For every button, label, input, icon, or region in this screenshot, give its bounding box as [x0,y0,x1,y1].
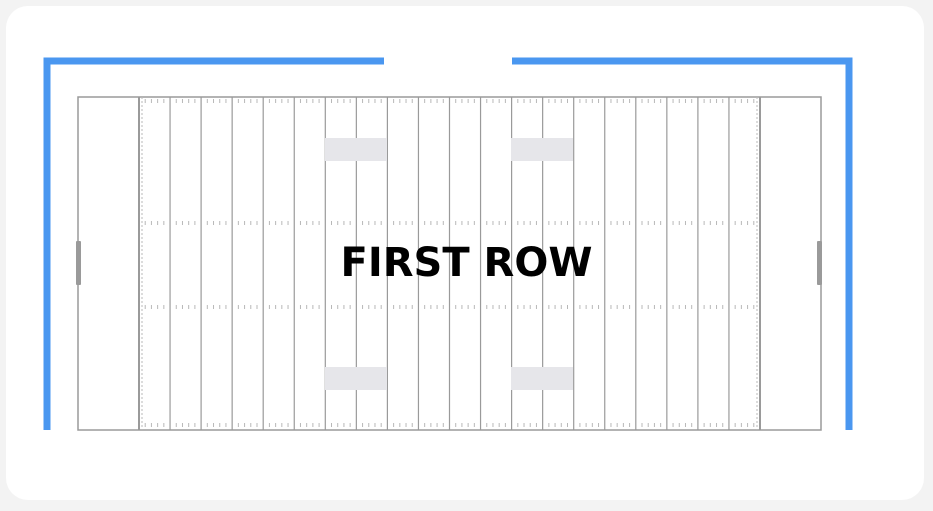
left-rail [43,57,384,430]
hash-box-bottom-right [511,367,573,390]
hash-box-top-left [325,138,387,161]
hash-box-bottom-left [325,367,387,390]
hash-ticks [144,99,755,427]
handle-icon[interactable] [817,241,822,285]
hash-boxes [325,138,573,390]
sideline-rails [43,57,853,430]
row-label: FIRST ROW [340,240,593,286]
hash-box-top-right [511,138,573,161]
right-rail [512,57,853,430]
handle-icon[interactable] [76,241,81,285]
